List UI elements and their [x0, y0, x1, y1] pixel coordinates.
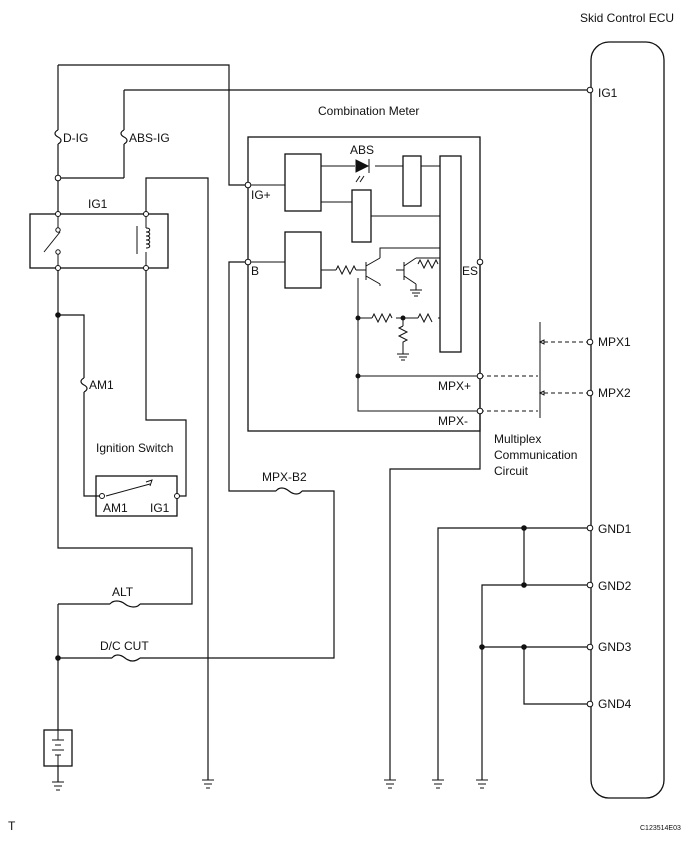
footer-right-code: C123514E03: [640, 825, 681, 832]
ecu-pin-gnd1: GND1: [598, 522, 632, 536]
fuse-dc-cut-label: D/C CUT: [100, 639, 149, 653]
ecu-pin-labels: IG1 MPX1 MPX2 GND1 GND2 GND3 GND4: [598, 86, 632, 711]
meter-terminal-mpx-plus: MPX+: [438, 379, 471, 393]
ecu-pin-gnd4: GND4: [598, 697, 632, 711]
abs-lamp-label: ABS: [350, 143, 374, 157]
ignition-switch-ig1: IG1: [150, 501, 170, 515]
ground-icon: [432, 779, 444, 789]
ecu-pin-gnd2: GND2: [598, 579, 632, 593]
ecu-pin-gnd3: GND3: [598, 640, 632, 654]
meter-terminal-b: B: [251, 264, 259, 278]
skid-control-ecu-box: [590, 41, 665, 799]
fuse-am1-label: AM1: [89, 378, 114, 392]
multiplex-label-3: Circuit: [494, 464, 529, 478]
relay-label: IG1: [88, 197, 108, 211]
ground-icon: [476, 779, 488, 789]
fuse-alt: [109, 600, 141, 608]
meter-title: Combination Meter: [318, 104, 419, 118]
ignition-switch: [95, 475, 180, 517]
ecu-pin-ig1: IG1: [598, 86, 618, 100]
terminal-circles: [54, 86, 594, 708]
ig1-relay: [29, 211, 169, 271]
fuse-dc-cut: [111, 654, 141, 662]
ground-icon: [52, 781, 64, 791]
ecu-title: Skid Control ECU: [580, 11, 674, 25]
meter-terminal-mpx-minus: MPX-: [438, 414, 468, 428]
fuse-d-ig: [54, 129, 62, 145]
fuse-am1: [80, 377, 88, 393]
junction-dots: [55, 312, 527, 661]
ignition-switch-title: Ignition Switch: [96, 441, 173, 455]
fuse-mpx-b2-label: MPX-B2: [262, 470, 307, 484]
meter-terminal-ig-plus: IG+: [251, 188, 271, 202]
fuse-alt-label: ALT: [112, 585, 134, 599]
multiplex-label-2: Communication: [494, 448, 577, 462]
fuse-mpx-b2: [275, 487, 303, 495]
multiplex-label-1: Multiplex: [494, 432, 541, 446]
fuse-abs-ig: [120, 129, 128, 145]
combination-meter: [247, 136, 481, 432]
ground-icons: [52, 779, 488, 791]
fuse-d-ig-label: D-IG: [63, 131, 88, 145]
meter-terminal-es: ES: [462, 264, 478, 278]
battery-icon: [43, 729, 73, 767]
ground-icon: [202, 779, 214, 789]
fuse-abs-ig-label: ABS-IG: [129, 131, 170, 145]
wires: [57, 64, 590, 782]
ground-icon: [384, 779, 396, 789]
footer-left-code: T: [8, 819, 16, 833]
multiplex-bus: [480, 322, 590, 418]
ecu-pin-mpx2: MPX2: [598, 386, 631, 400]
ecu-pin-mpx1: MPX1: [598, 335, 631, 349]
ignition-switch-am1: AM1: [103, 501, 128, 515]
